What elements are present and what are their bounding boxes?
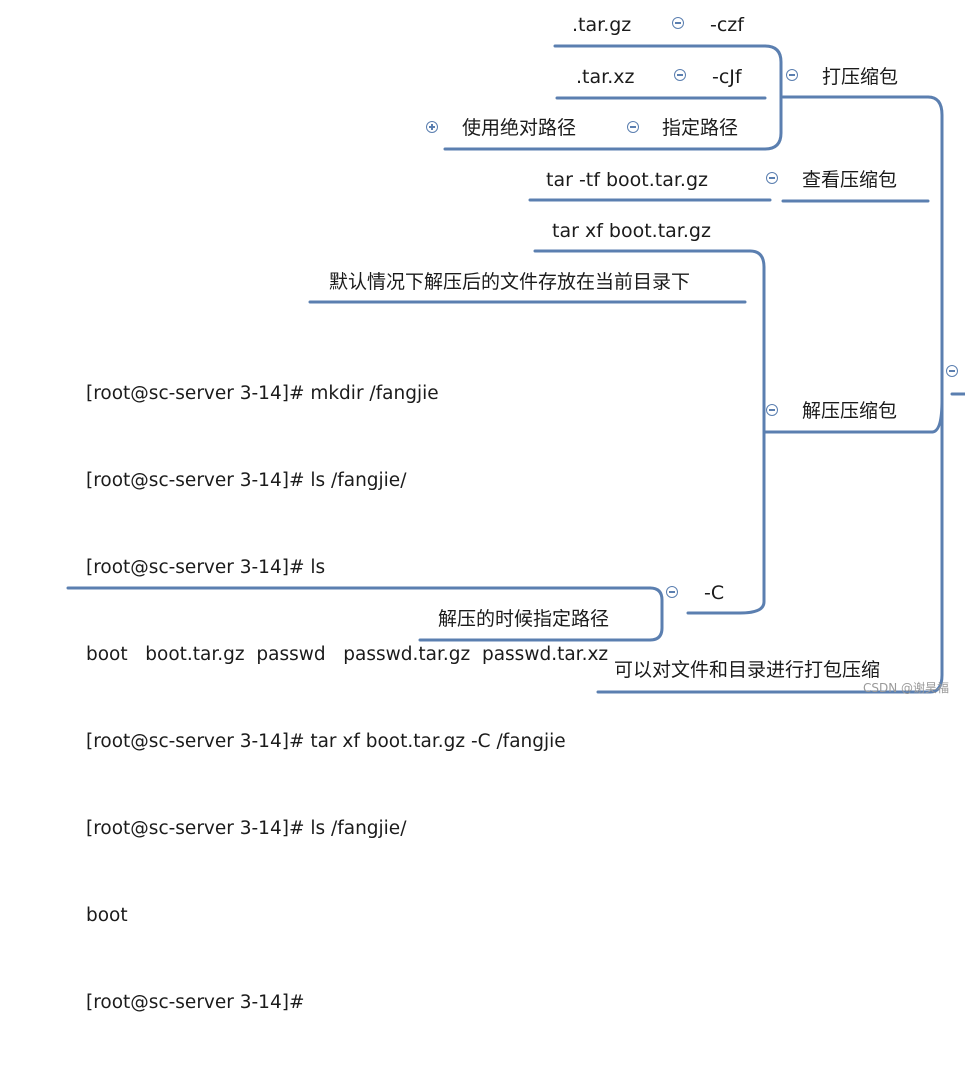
- collapse-toggle-icon[interactable]: [786, 69, 798, 81]
- watermark: CSDN @谢昊福: [862, 681, 949, 695]
- code-line: [root@sc-server 3-14]# tar xf boot.tar.g…: [86, 731, 566, 752]
- node-cjf[interactable]: -cJf: [712, 66, 742, 88]
- terminal-output: [root@sc-server 3-14]# mkdir /fangjie [r…: [86, 321, 608, 1075]
- node-tar-xz[interactable]: .tar.xz: [576, 66, 635, 88]
- collapse-toggle-icon[interactable]: [672, 17, 684, 29]
- collapse-toggle-icon[interactable]: [666, 586, 678, 598]
- mind-map: .tar.gz -czf .tar.xz -cJf 打压缩包 使用绝对路径 指定…: [66, 14, 965, 1013]
- collapse-toggle-icon[interactable]: [766, 172, 778, 184]
- branch-extract: [930, 398, 944, 434]
- node-extract-default[interactable]: 默认情况下解压后的文件存放在当前目录下: [329, 271, 691, 293]
- code-line: [root@sc-server 3-14]#: [86, 992, 305, 1013]
- node-czf[interactable]: -czf: [710, 14, 744, 36]
- node-abs-path[interactable]: 使用绝对路径: [462, 117, 577, 139]
- code-line: boot: [86, 905, 128, 926]
- node-pack[interactable]: 打压缩包: [822, 66, 899, 88]
- node-view-cmd[interactable]: tar -tf boot.tar.gz: [546, 169, 709, 191]
- code-line: [root@sc-server 3-14]# mkdir /fangjie: [86, 383, 439, 404]
- expand-toggle-icon[interactable]: [426, 121, 438, 133]
- bracket-c: [648, 586, 664, 642]
- bracket-root: [926, 95, 944, 694]
- bracket-pack: [763, 44, 783, 151]
- node-tar-gz[interactable]: .tar.gz: [572, 14, 632, 36]
- code-line: [root@sc-server 3-14]# ls: [86, 557, 326, 578]
- node-summary[interactable]: 可以对文件和目录进行打包压缩: [614, 659, 881, 681]
- node-c[interactable]: -C: [704, 582, 725, 604]
- node-pack-path[interactable]: 指定路径: [662, 117, 739, 139]
- node-extract[interactable]: 解压压缩包: [802, 400, 898, 422]
- collapse-toggle-icon[interactable]: [766, 404, 778, 416]
- node-c-desc[interactable]: 解压的时候指定路径: [438, 608, 610, 630]
- collapse-toggle-icon[interactable]: [946, 365, 958, 377]
- bracket-extract: [738, 249, 766, 615]
- code-line: [root@sc-server 3-14]# ls /fangjie/: [86, 470, 407, 491]
- code-line: [root@sc-server 3-14]# ls /fangjie/: [86, 818, 407, 839]
- node-extract-cmd[interactable]: tar xf boot.tar.gz: [552, 220, 711, 242]
- connector-lines: [66, 44, 965, 694]
- code-line: boot boot.tar.gz passwd passwd.tar.gz pa…: [86, 644, 609, 665]
- node-view[interactable]: 查看压缩包: [802, 169, 898, 191]
- collapse-toggle-icon[interactable]: [627, 121, 639, 133]
- collapse-toggle-icon[interactable]: [674, 69, 686, 81]
